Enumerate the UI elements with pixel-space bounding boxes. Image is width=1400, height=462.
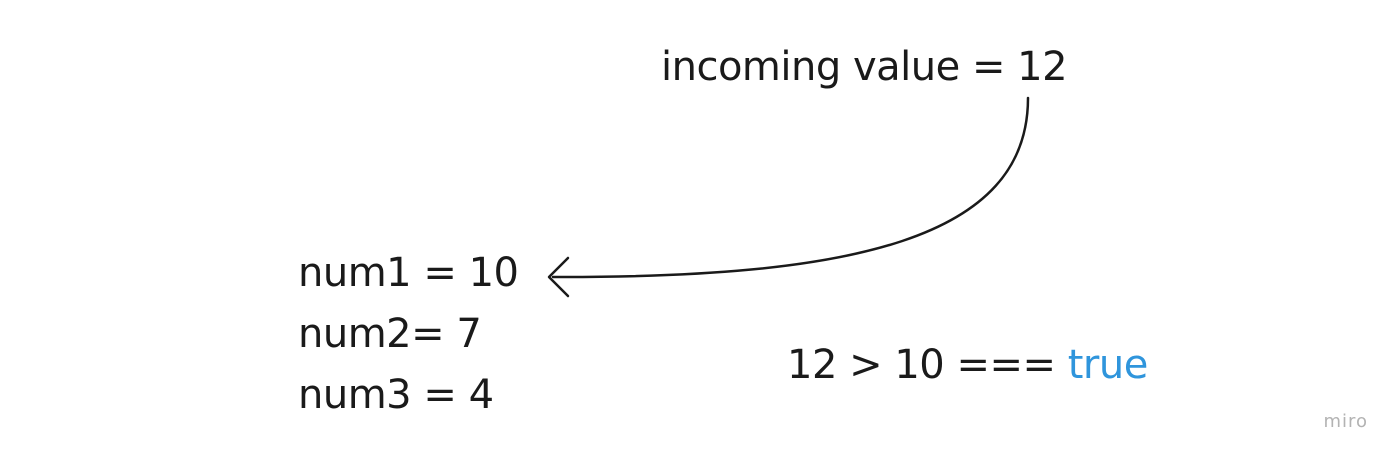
arrow-curve [551, 96, 1030, 279]
comparison-left: 12 > 10 === [787, 342, 1068, 388]
comparison-expression: 12 > 10 === true [787, 345, 1148, 385]
incoming-value-label: incoming value = 12 [661, 44, 1068, 90]
variable-num2: num2= 7 [298, 311, 482, 357]
miro-watermark: miro [1323, 411, 1368, 432]
comparison-result: true [1067, 342, 1149, 388]
arrow-head-icon [547, 256, 570, 298]
variable-num1: num1 = 10 [298, 250, 519, 296]
variable-num3: num3 = 4 [298, 372, 494, 418]
